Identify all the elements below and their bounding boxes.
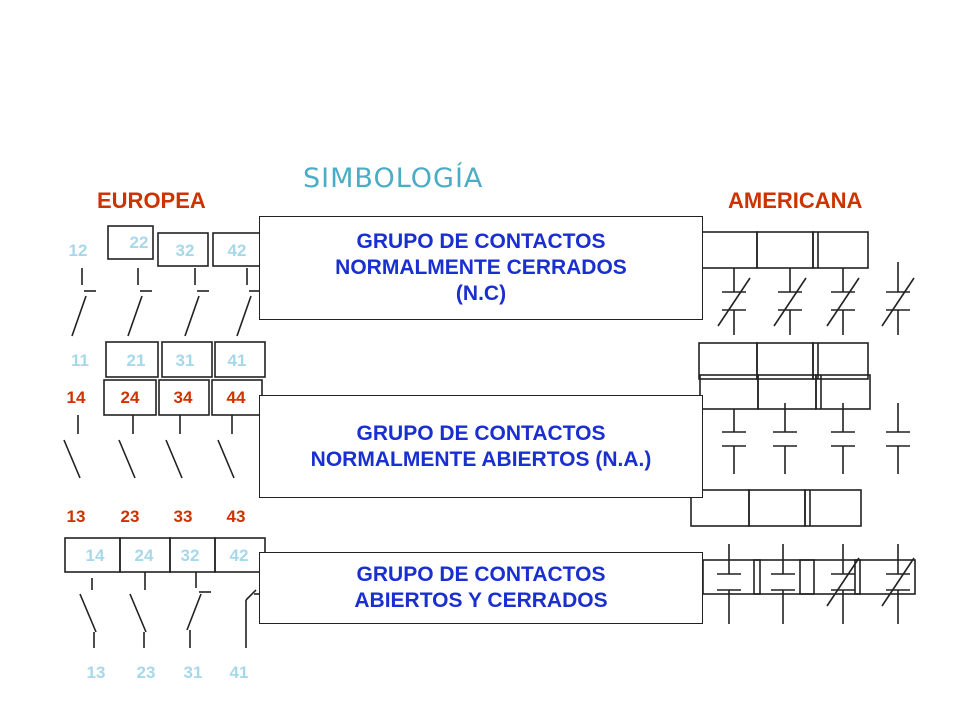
mixed-group-line2: ABIERTOS Y CERRADOS [354,589,608,612]
am-nc-bottom-boxes [698,342,869,380]
am-na-bottom-boxes [690,489,862,527]
terminal-number: 41 [228,351,247,370]
eu-nc-bottom-boxes [105,341,266,378]
terminal-number: 23 [121,507,140,526]
terminal-number: 41 [230,663,249,682]
terminal-number: 14 [86,546,105,565]
terminal-number: 31 [184,663,203,682]
eu-nc-contacts [71,268,261,337]
nc-group-line2: NORMALMENTE CERRADOS [335,256,627,279]
terminal-number: 24 [135,546,154,565]
terminal-number: 42 [228,241,247,260]
terminal-number: 31 [176,351,195,370]
eu-na-bottom-numbers: 13 23 33 43 [67,507,246,526]
am-mixed-contacts [717,544,915,624]
am-na-contacts [722,403,910,474]
am-nc-contacts [717,262,915,335]
terminal-number: 34 [174,388,193,407]
eu-mixed-bottom-numbers: 13 23 31 41 [87,663,249,682]
terminal-number: 14 [67,388,86,407]
terminal-number: 22 [130,233,149,252]
terminal-number: 24 [121,388,140,407]
mixed-group-line1: GRUPO DE CONTACTOS [356,563,606,586]
eu-nc-bottom-numbers: 11 21 31 41 [71,351,246,370]
terminal-number: 23 [137,663,156,682]
terminal-number: 32 [181,546,200,565]
am-mixed-boxes [702,559,916,595]
terminal-number: 13 [67,507,86,526]
page-title: SIMBOLOGÍA [303,163,484,194]
eu-mixed-contacts [79,572,266,648]
terminal-number: 13 [87,663,106,682]
na-group-line1: GRUPO DE CONTACTOS [356,421,606,445]
terminal-number: 33 [174,507,193,526]
nc-group-line1: GRUPO DE CONTACTOS [356,230,606,253]
eu-na-top-numbers: 14 24 34 44 [67,388,246,407]
terminal-number: 43 [227,507,246,526]
terminal-number: 21 [127,351,146,370]
mixed-group-box: GRUPO DE CONTACTOS ABIERTOS Y CERRADOS [259,552,703,624]
terminal-number: 12 [69,241,88,260]
terminal-number: 32 [176,241,195,260]
america-label: AMERICANA [728,188,863,213]
nc-group-box: GRUPO DE CONTACTOS NORMALMENTE CERRADOS … [259,216,703,320]
terminal-number: 44 [227,388,246,407]
am-nc-top-boxes [698,231,869,269]
eu-mixed-top-numbers: 14 24 32 42 [86,546,249,565]
na-group-line2: NORMALMENTE ABIERTOS (N.A.) [310,447,652,471]
eu-nc-top-numbers: 12 22 32 42 [69,233,247,260]
europe-label: EUROPEA [97,188,206,213]
terminal-number: 11 [71,351,89,370]
nc-group-line3: (N.C) [455,282,507,305]
terminal-number: 42 [230,546,249,565]
eu-na-contacts [63,415,235,479]
na-group-box: GRUPO DE CONTACTOS NORMALMENTE ABIERTOS … [259,395,703,498]
